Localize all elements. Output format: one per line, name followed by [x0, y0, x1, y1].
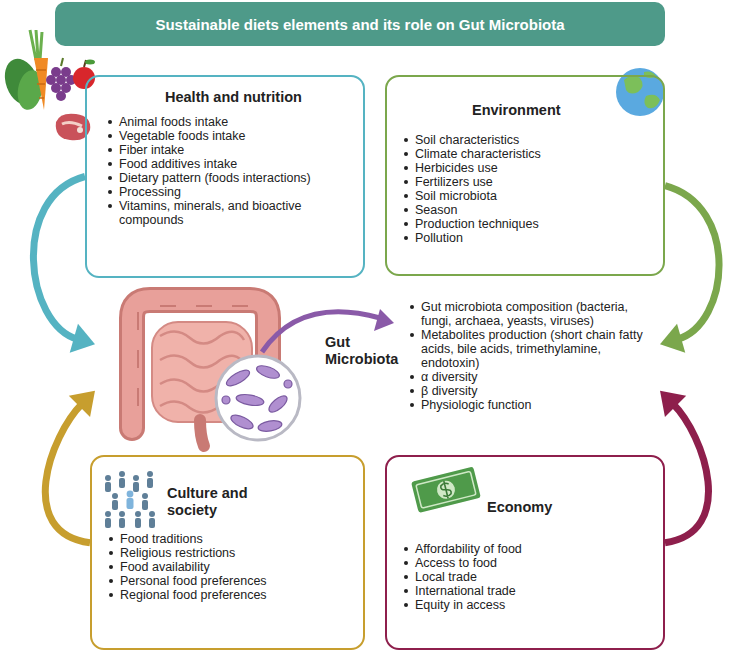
bullet-item: Food availability — [106, 560, 356, 574]
bullet-item: Animal foods intake — [105, 115, 355, 129]
bullet-item: Food additives intake — [105, 157, 355, 171]
bullet-item: Soil characteristics — [401, 133, 651, 147]
bullet-item: Dietary pattern (foods interactions) — [105, 171, 355, 185]
bullet-item: Fertilizers use — [401, 175, 651, 189]
category-box: Culture and societyFood traditionsReligi… — [90, 455, 365, 650]
arrow-line — [33, 177, 85, 340]
bullet-list: Animal foods intakeVegetable foods intak… — [105, 115, 355, 227]
people-icon — [105, 471, 155, 528]
bullet-item: Fiber intake — [105, 143, 355, 157]
heading: Environment — [472, 102, 622, 119]
bullet-item: Soil microbiota — [401, 189, 651, 203]
arrow-line — [45, 403, 90, 542]
bullet-item: Processing — [105, 185, 355, 199]
category-box: EnvironmentSoil characteristicsClimate c… — [385, 75, 665, 276]
heading: Gut Microbiota — [325, 334, 403, 368]
bullet-item: International trade — [401, 584, 651, 598]
arrow-head — [69, 391, 95, 417]
arrow-head — [660, 391, 686, 417]
arrow-head — [70, 324, 95, 353]
curved-arrow — [45, 391, 95, 543]
arrow-line — [665, 403, 708, 542]
bullet-item: Metabolites production (short chain fatt… — [407, 328, 662, 370]
bullet-item: Gut microbiota composition (bacteria, fu… — [407, 300, 662, 328]
bullet-item: Equity in access — [401, 598, 651, 612]
bullet-list: Food traditionsReligious restrictionsFoo… — [106, 532, 356, 602]
curved-arrow — [660, 186, 719, 353]
curved-arrow — [660, 391, 708, 543]
bullet-item: Vitamins, minerals, and bioactive compou… — [105, 199, 355, 227]
bullet-item: Season — [401, 203, 651, 217]
heading: Economy — [487, 499, 637, 516]
bullet-item: Climate characteristics — [401, 147, 651, 161]
heading: Culture and society — [167, 485, 279, 519]
arrow-head — [660, 324, 685, 353]
bullet-item: Production techniques — [401, 217, 651, 231]
bullet-item: Food traditions — [106, 532, 356, 546]
title-banner: Sustainable diets elements and its role … — [55, 2, 665, 46]
bullet-list: Affordability of foodAccess to foodLocal… — [401, 542, 651, 612]
center-concept: Gut MicrobiotaGut microbiota composition… — [95, 290, 660, 445]
heading: Health and nutrition — [165, 89, 355, 106]
bullet-item: Religious restrictions — [106, 546, 356, 560]
money-icon — [411, 466, 481, 513]
bullet-item: Herbicides use — [401, 161, 651, 175]
bullet-item: Pollution — [401, 231, 651, 245]
category-box: Health and nutritionAnimal foods intakeV… — [85, 75, 365, 278]
bullet-item: Regional food preferences — [106, 588, 356, 602]
title-text: Sustainable diets elements and its role … — [155, 16, 564, 33]
bullet-list: Soil characteristicsClimate characterist… — [401, 133, 651, 245]
bullet-list: Gut microbiota composition (bacteria, fu… — [407, 300, 662, 412]
bullet-item: α diversity — [407, 370, 662, 384]
arrow-line — [665, 186, 719, 340]
bullet-item: Affordability of food — [401, 542, 651, 556]
bullet-item: Access to food — [401, 556, 651, 570]
intestine-illustration — [132, 300, 394, 446]
bullet-item: Vegetable foods intake — [105, 129, 355, 143]
bullet-item: β diversity — [407, 384, 662, 398]
category-box: EconomyAffordability of foodAccess to fo… — [385, 455, 665, 650]
vegetables-icon — [0, 30, 95, 140]
bullet-item: Local trade — [401, 570, 651, 584]
bullet-item: Personal food preferences — [106, 574, 356, 588]
bullet-item: Physiologic function — [407, 398, 662, 412]
